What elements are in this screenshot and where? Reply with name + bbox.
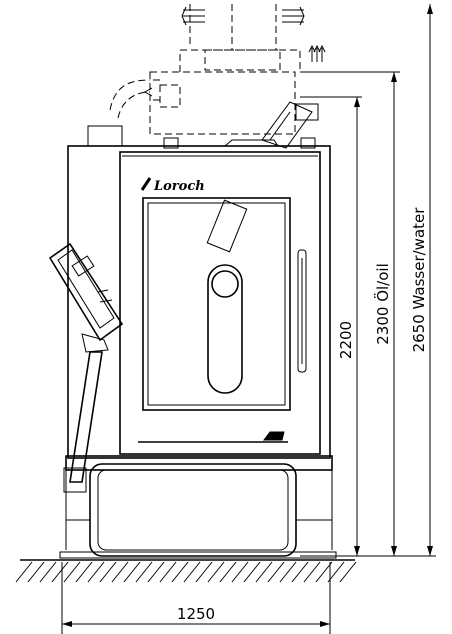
hatch-line [51, 561, 69, 583]
exhaust-duct-unit [87, 4, 301, 147]
hatch-line [99, 561, 117, 583]
dimension-height-oil: 2300 Öl/oil [300, 71, 400, 556]
hatch-line [255, 561, 273, 583]
ground-hatching [15, 559, 357, 583]
hatch-line [171, 561, 189, 583]
hatch-line [279, 561, 297, 583]
hatch-line [183, 561, 201, 583]
hatch-line [39, 561, 57, 583]
dimension-width: 1250 [61, 562, 331, 634]
hatch-line [195, 561, 213, 583]
hatch-line [135, 561, 153, 583]
hatch-line [315, 561, 333, 583]
hatch-line [159, 561, 177, 583]
hatch-line [267, 561, 285, 583]
hatch-line [63, 561, 81, 583]
hatch-line [147, 561, 165, 583]
machine-base [59, 455, 337, 559]
hatch-line [327, 561, 345, 583]
height-main-label: 2200 [337, 321, 355, 359]
control-pendant [48, 242, 124, 493]
hatch-line [219, 561, 237, 583]
hatch-line [87, 561, 105, 583]
machine-cabinet: Loroch [67, 137, 331, 459]
hatch-line [111, 561, 129, 583]
airflow-arrows [143, 6, 326, 97]
hatch-line [27, 561, 45, 583]
hatch-line [303, 561, 321, 583]
hatch-line [123, 561, 141, 583]
dimension-height-main: 2200 [300, 96, 362, 556]
hatch-line [231, 561, 249, 583]
brand-logo-text: Loroch [153, 179, 205, 194]
hatch-line [339, 561, 357, 583]
hatch-line [207, 561, 225, 583]
hatch-line [15, 561, 33, 583]
height-oil-label: 2300 Öl/oil [373, 263, 392, 344]
side-nozzle [261, 101, 319, 149]
height-water-label: 2650 Wasser/water [410, 207, 428, 353]
hatch-line [243, 561, 261, 583]
hatch-line [291, 561, 309, 583]
width-label: 1250 [177, 605, 215, 623]
dimension-height-water: 2650 Wasser/water [300, 4, 436, 557]
hatch-line [75, 561, 93, 583]
